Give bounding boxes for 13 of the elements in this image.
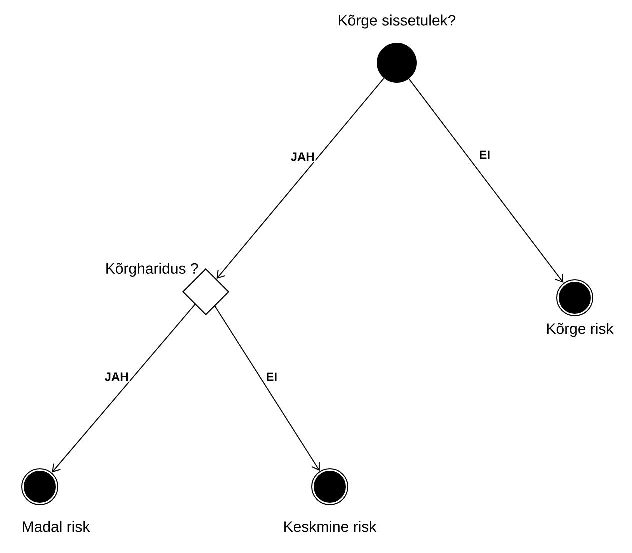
arrow: [52, 304, 196, 473]
edge-label: JAH: [104, 372, 130, 382]
node-label: Keskmine risk: [284, 521, 377, 532]
node-label: Kõrge sissetulek?: [339, 14, 456, 29]
edge-label: EI: [265, 372, 279, 382]
arrow: [214, 306, 320, 472]
node-label: Madal risk: [23, 521, 90, 532]
edge-label: JAH: [290, 152, 316, 162]
arrow: [216, 78, 385, 280]
node-label: Kõrge risk: [547, 323, 614, 338]
edge-label: EI: [478, 150, 492, 160]
node-label: Kõrgharidus ?: [106, 263, 198, 277]
arrow: [408, 78, 564, 284]
